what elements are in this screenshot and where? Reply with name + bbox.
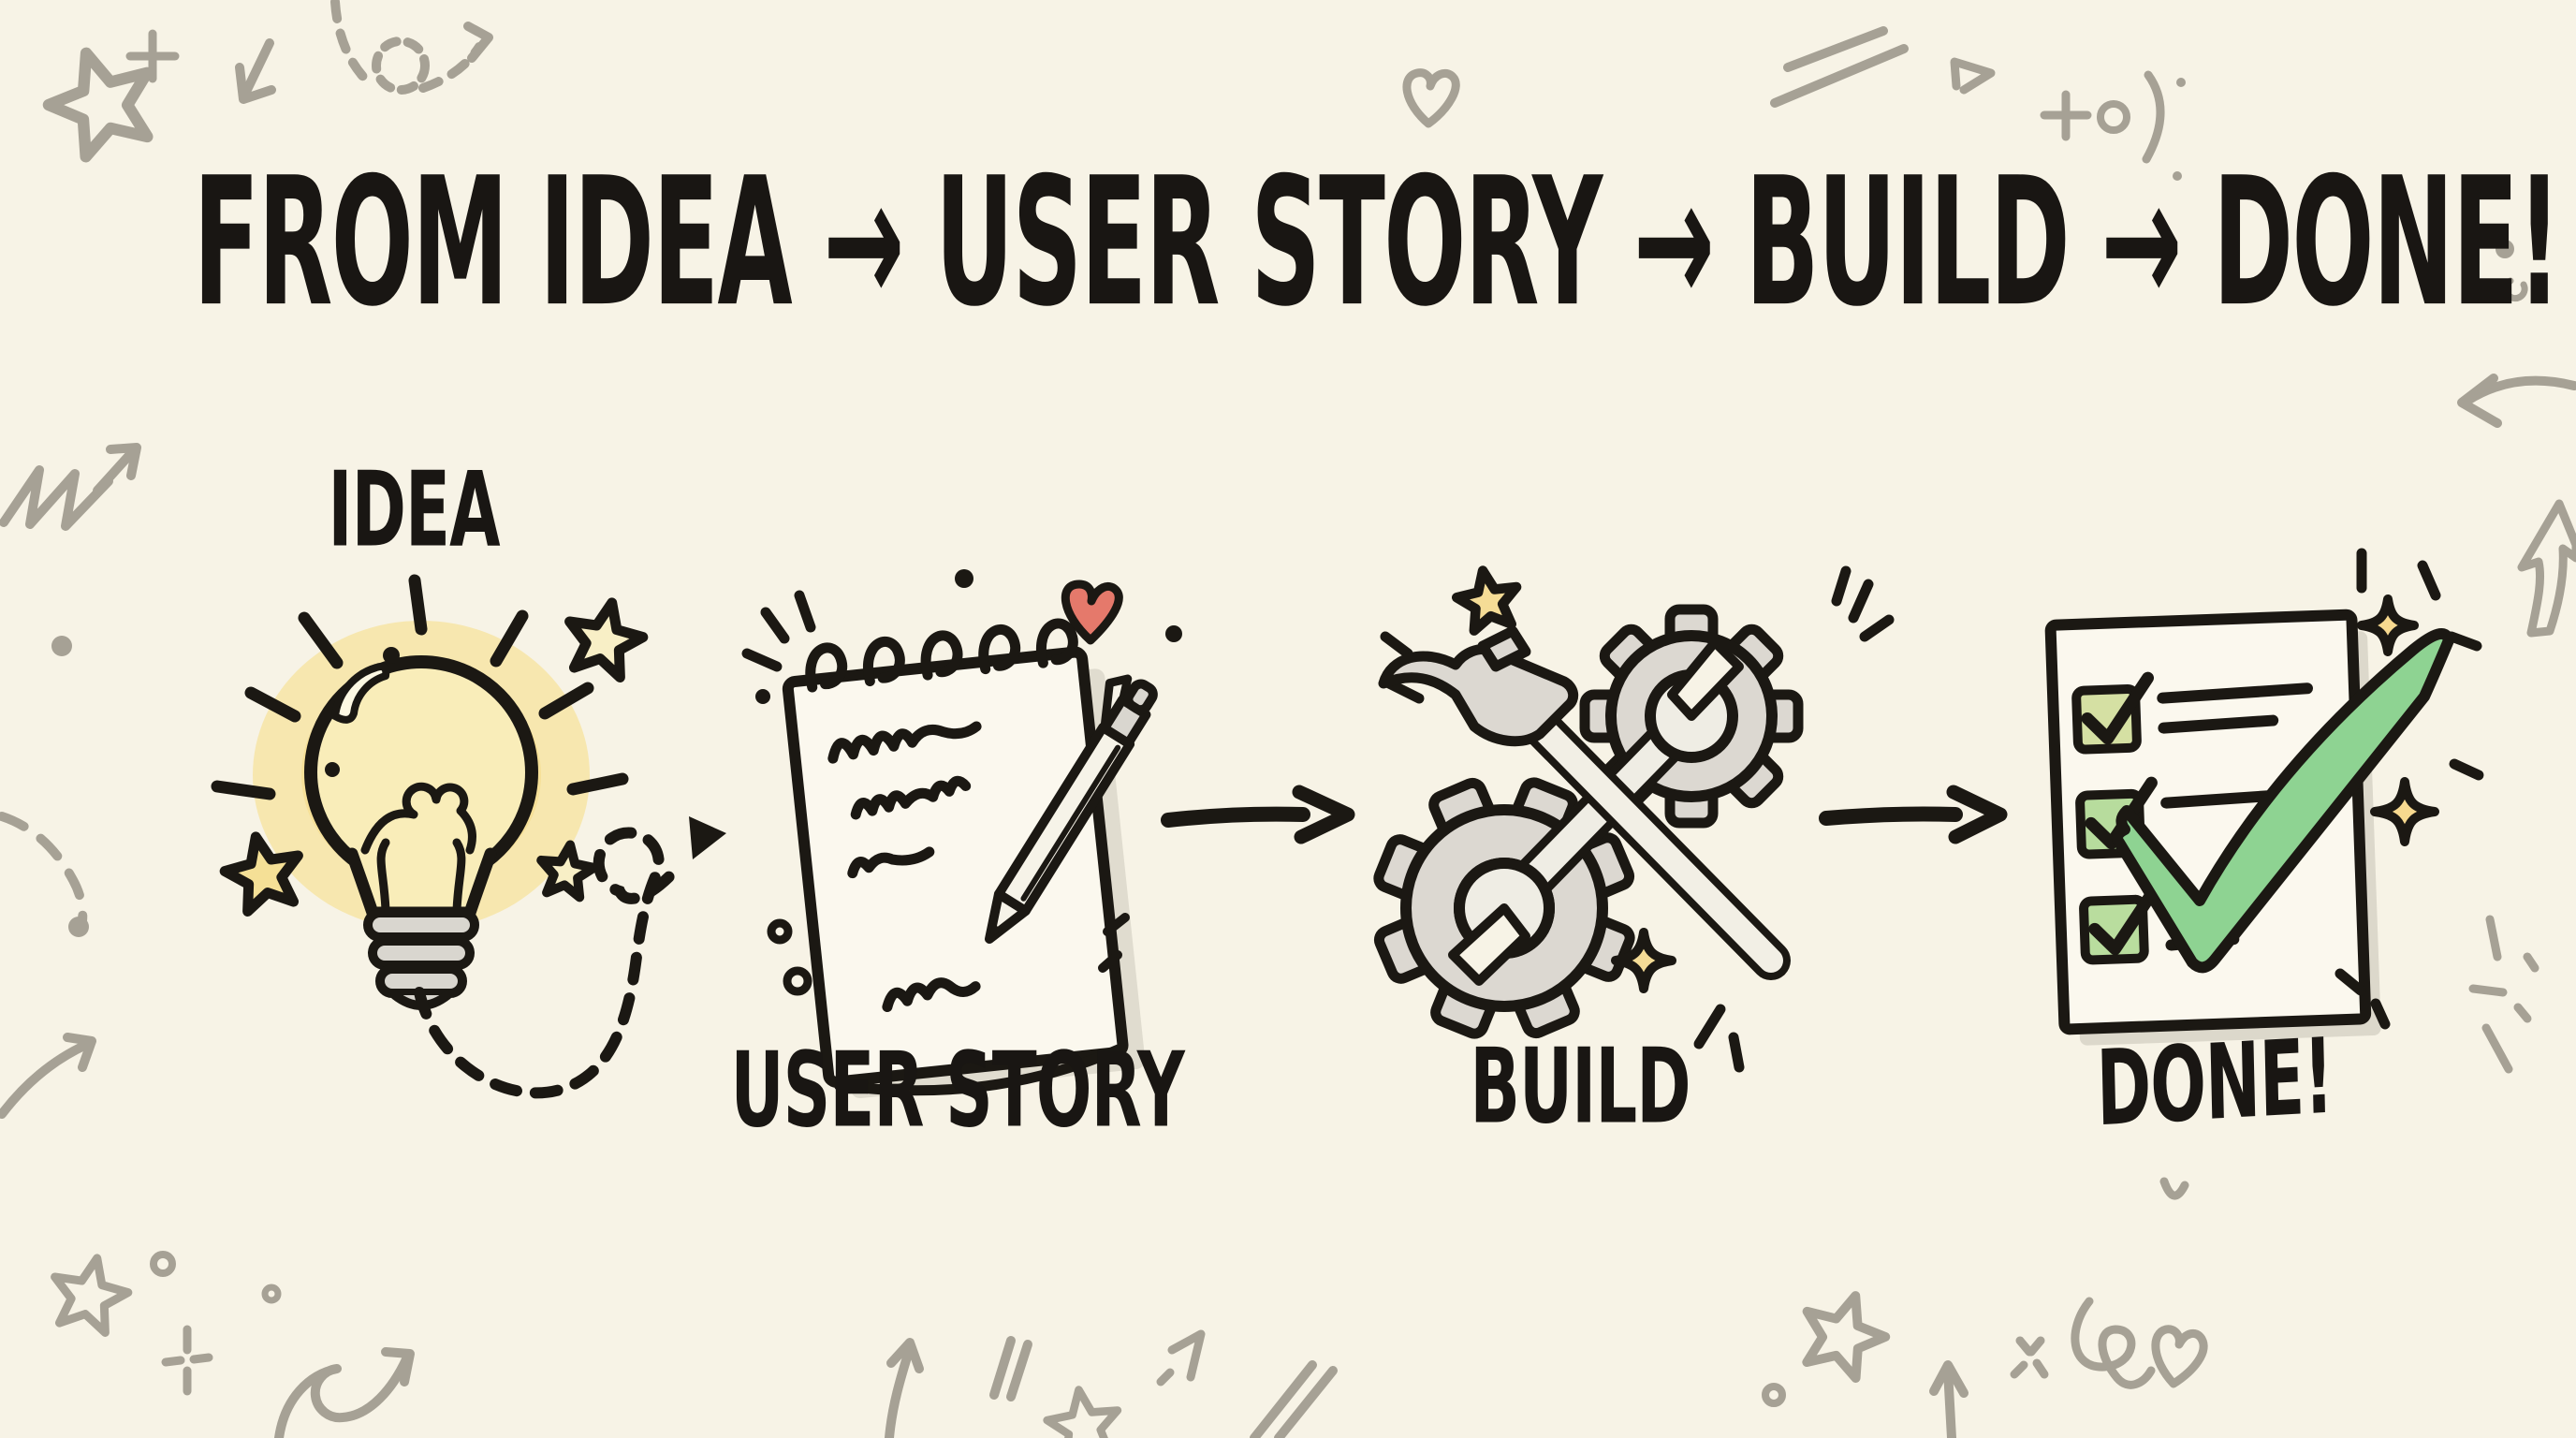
notepad-scribbles [827, 721, 982, 1013]
sparkle-icon [1611, 928, 1676, 993]
bulb-dot [325, 762, 340, 777]
dashed-loop-arrow-doodle-icon [330, 0, 493, 95]
step-label-user-story: USER STORY [730, 1030, 1185, 1152]
hammer-icon [1378, 625, 1791, 980]
notepad-accents [741, 569, 1182, 996]
curve-dots-doodle-icon [2142, 70, 2186, 181]
step-label-done: DONE! [2095, 1016, 2334, 1151]
sparkle-icon [2370, 777, 2439, 846]
sparkle-dashes-doodle-icon [2468, 915, 2539, 1074]
curved-arrow-up-doodle-icon [885, 1338, 924, 1438]
corner-dots-doodle-icon [2496, 240, 2528, 302]
plus-doodle-icon [2040, 90, 2092, 141]
flow-arrow-icon [1819, 785, 2008, 844]
double-slash-doodle-icon [989, 1336, 1032, 1401]
star-icon [536, 840, 599, 902]
arrow-down-left-doodle-icon [235, 38, 276, 104]
heart-icon [1061, 580, 1123, 645]
notepad-pen-icon [741, 569, 1182, 1099]
curved-arrow-up-doodle-icon [0, 1033, 96, 1119]
circle-doodle-icon [2097, 100, 2130, 134]
star-icon [564, 597, 649, 682]
bulb-rays [211, 574, 629, 800]
checkbox [2071, 683, 2142, 755]
block-arrow-up-doodle-icon [2517, 499, 2576, 638]
step-label-build: BUILD [1470, 1026, 1690, 1148]
heart-tip-doodle-icon [2159, 1177, 2189, 1200]
bulb-filament [360, 782, 476, 915]
arrow-up-doodle-icon [1929, 1360, 1969, 1438]
checkbox-checks [2081, 671, 2161, 956]
curved-arrow-left-doodle-icon [2457, 374, 2576, 428]
pen-nib [989, 923, 1003, 939]
circle-doodle-icon [1762, 1383, 1786, 1407]
loop-arrow-doodle-icon [274, 1347, 415, 1438]
pen-body-line [1020, 744, 1121, 902]
plus-doodle-icon [125, 29, 180, 83]
triangle-arrow-doodle-icon [1156, 1329, 1206, 1387]
heart-doodle-icon [1402, 68, 1460, 128]
zigzag-arrow-doodle-icon [0, 443, 141, 531]
bulb-dot [383, 647, 400, 664]
gears-tools-icon [1373, 565, 1895, 1073]
star-doodle-icon [1802, 1291, 1891, 1384]
sparkle-dashes [1380, 565, 1895, 1073]
notepad-spiral [805, 618, 1078, 693]
sparkle-icon [2357, 594, 2419, 656]
big-checkmark-icon [2112, 628, 2454, 974]
flow-arrow-icon [1161, 785, 1355, 844]
star-doodle-icon [42, 47, 154, 163]
swirl-doodle-icon [2071, 1297, 2156, 1389]
plus-doodle-icon [161, 1325, 213, 1396]
dot-doodle-icon [51, 636, 72, 656]
star-icon [1451, 565, 1522, 636]
dashed-arrow-connector [414, 816, 726, 1099]
triangle-arrow-doodle-icon [1950, 57, 1996, 95]
double-slash-doodle-icon [1770, 26, 1909, 108]
lightbulb-icon [211, 574, 649, 1010]
notepad-bottom-pages [833, 1043, 1127, 1096]
circle-doodle-icon [150, 1251, 176, 1277]
checklist-check-icon [2044, 548, 2484, 1046]
dashed-arc-doodle-icon [0, 812, 89, 937]
star-icon [219, 831, 303, 917]
step-label-idea: IDEA [328, 449, 500, 571]
x-doodle-icon [2010, 1336, 2049, 1379]
bulb-highlight [331, 663, 390, 724]
pen-clicker [1123, 679, 1158, 715]
heart-doodle-icon [2151, 1325, 2208, 1388]
notepad-paper [782, 646, 1129, 1088]
star-doodle-icon [51, 1254, 133, 1337]
pen-icon [985, 674, 1158, 944]
sparkle-dashes [2334, 548, 2484, 1030]
page-title: FROM IDEA → USER STORY → BUILD → DONE! [193, 139, 2561, 346]
double-slash-doodle-icon [1250, 1360, 1338, 1438]
circle-doodle-icon [261, 1284, 282, 1304]
checkbox [2079, 894, 2149, 965]
arrowhead [689, 816, 726, 859]
star-doodle-icon [1043, 1386, 1122, 1438]
